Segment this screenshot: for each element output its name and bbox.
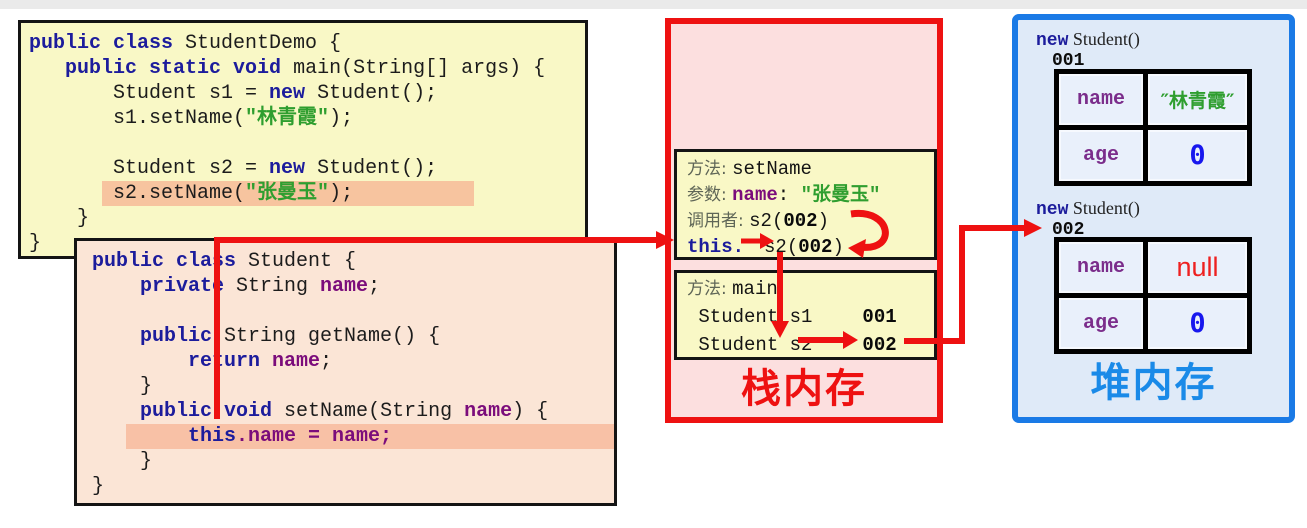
heap-object2-type: Student(): [1068, 198, 1140, 218]
code-line: this.name = name;: [92, 424, 614, 449]
code-line: }: [92, 375, 153, 398]
code-line: }: [29, 207, 90, 230]
stack-memory-panel: 方法: setName 参数: name: "张曼玉" 调用者: s2(002) th…: [665, 18, 943, 423]
code-line: 参数: name: "张曼玉": [687, 184, 881, 206]
field-value-name: null: [1148, 242, 1247, 293]
field-value-age: 0: [1148, 298, 1247, 349]
new-keyword: new: [1036, 31, 1069, 51]
code-line: [92, 299, 614, 324]
heap-memory-title: 堆内存: [1090, 360, 1217, 406]
field-label-name: name: [1059, 74, 1143, 125]
new-keyword: new: [1036, 200, 1069, 220]
field-label-name: name: [1059, 242, 1143, 293]
field-label-age: age: [1059, 298, 1143, 349]
top-strip: [0, 0, 1307, 9]
code-line: Student s2 = new Student();: [29, 157, 438, 180]
code-box-studentdemo: public class StudentDemo { public static…: [18, 20, 588, 259]
code-line: Student s1 = new Student();: [29, 82, 438, 105]
heap-object2-address: 002: [1052, 220, 1085, 240]
code-line: public class Student {: [92, 250, 357, 273]
code-line: 调用者: s2(002): [687, 210, 829, 232]
heap-object2-header: new Student(): [1036, 198, 1140, 220]
field-label-age: age: [1059, 130, 1143, 181]
code-line: 方法: setName: [687, 158, 812, 180]
code-line: public class StudentDemo {: [29, 32, 342, 55]
code-box-student: public class Student { private String na…: [74, 238, 617, 506]
code-line: s1.setName("林青霞");: [29, 107, 354, 130]
code-line: }: [29, 232, 42, 255]
code-line: this.s2(002): [687, 236, 844, 258]
heap-object2-table: name null age 0: [1054, 237, 1252, 354]
heap-object1-type: Student(): [1068, 29, 1140, 49]
heap-object1-table: name ″林青霞″ age 0: [1054, 69, 1252, 186]
code-line: public static void main(String[] args) {: [65, 57, 546, 80]
heap-memory-panel: new Student() 001 name ″林青霞″ age 0 new S…: [1012, 14, 1295, 423]
stack-memory-title: 栈内存: [741, 366, 867, 412]
code-line: 方法: main: [687, 278, 778, 300]
stack-frame-setname: 方法: setName 参数: name: "张曼玉" 调用者: s2(002) th…: [674, 149, 937, 260]
heap-object1-header: new Student(): [1036, 29, 1140, 51]
code-line: public void setName(String name) {: [140, 400, 549, 423]
code-line: return name;: [188, 350, 333, 373]
code-line: [29, 131, 585, 156]
code-line: s2.setName("张曼玉");: [29, 181, 585, 206]
code-line: }: [92, 475, 105, 498]
code-line: }: [92, 450, 153, 473]
field-value-name: ″林青霞″: [1148, 74, 1247, 125]
code-line: public String getName() {: [140, 325, 441, 348]
heap-object1-address: 001: [1052, 51, 1085, 71]
code-line: private String name;: [140, 275, 381, 298]
field-value-age: 0: [1148, 130, 1247, 181]
